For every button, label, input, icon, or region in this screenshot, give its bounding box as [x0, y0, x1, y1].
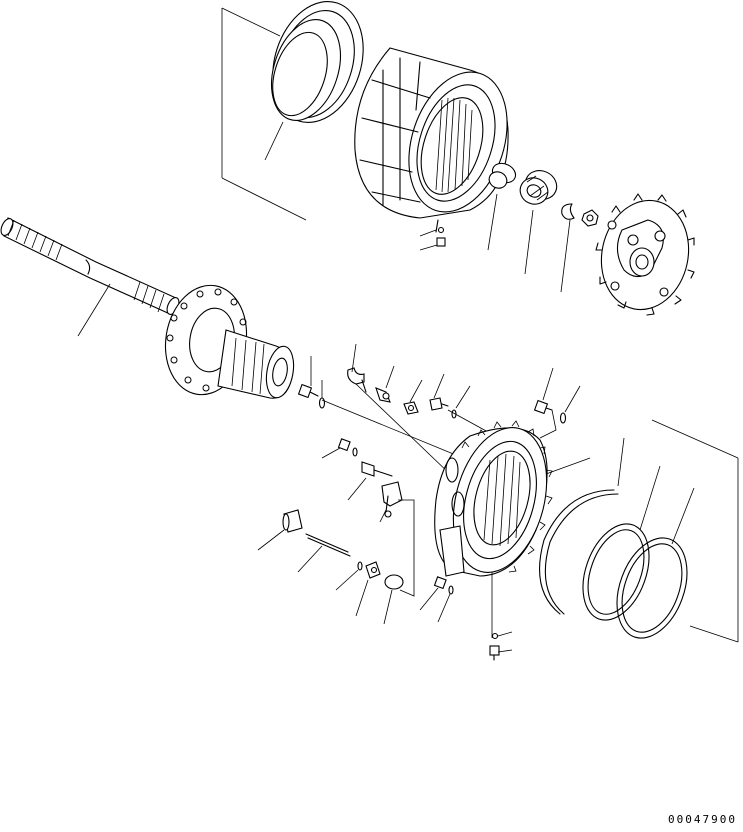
sprocket-carrier [595, 193, 695, 316]
leader-piston-housing [545, 457, 591, 475]
drum-housing [354, 47, 509, 219]
roller-bearing [519, 170, 558, 205]
leader-seal-ring-2 [671, 487, 695, 545]
drum-bolt [435, 219, 446, 247]
plug [429, 397, 449, 411]
sleeve [282, 509, 303, 533]
hub-flange [164, 284, 295, 399]
leader-roller-bearing [524, 209, 534, 275]
bolt-lower-right [433, 576, 454, 595]
leader-small-o-ring-1 [455, 385, 471, 409]
leader-housing-bolt-1 [497, 631, 513, 637]
hub-bolt [297, 383, 326, 409]
stud-bolt [361, 461, 393, 477]
leader-drum-bolt-2 [419, 244, 438, 251]
snap-ring [561, 203, 575, 220]
leader-right-bolt [542, 367, 554, 401]
leader-bearing-cup [487, 193, 498, 251]
right-rings-bracket [651, 419, 739, 643]
drawing-code: 00047900 [668, 813, 737, 826]
bearing-cup [488, 162, 517, 189]
leader-clamp-block [379, 509, 387, 523]
top-seal-ring [271, 1, 364, 123]
leader-bolt-lower-right-2 [437, 593, 451, 623]
leader-large-snap-ring [617, 437, 625, 487]
seal-ring-1 [582, 523, 650, 621]
leader-stud-bolt [347, 477, 367, 501]
leader-small-o-ring-2 [564, 385, 581, 413]
leader-elbow-fitting [409, 379, 423, 403]
top-group-bracket [221, 7, 307, 221]
fitting-nipple [375, 387, 391, 403]
leader-bolt-lower-right-1 [419, 587, 439, 611]
leader-spring-pin [297, 545, 323, 573]
leader-top-seal [264, 121, 284, 161]
plug-disc [384, 574, 404, 590]
small-nut [581, 209, 599, 227]
seal-ring-2 [616, 537, 688, 639]
elbow-fitting [403, 401, 419, 415]
leader-fitting-nipple [385, 365, 395, 389]
assembly-guide-lines [321, 383, 557, 477]
leader-shaft [77, 283, 111, 337]
leader-small-o-ring-3 [335, 569, 359, 591]
guide-vertical [398, 499, 415, 597]
large-snap-ring [539, 489, 619, 615]
leader-sleeve [257, 529, 285, 551]
piston-housing [434, 420, 553, 577]
leader-plug-disc [383, 589, 393, 625]
bolt-left-1 [337, 438, 358, 457]
leader-small-fitting [355, 579, 369, 617]
leader-clip [351, 343, 357, 373]
spring-pin [305, 533, 351, 557]
clamp-block [381, 481, 403, 518]
leader-bolt-left-1 [321, 447, 341, 459]
housing-bolt [489, 632, 500, 661]
leader-plug [433, 373, 445, 399]
leader-drum-bolt-1 [419, 229, 437, 237]
clip-fitting [347, 367, 367, 393]
small-o-ring-2 [559, 412, 567, 424]
main-shaft [0, 217, 180, 315]
leader-housing-bolt-2 [497, 649, 513, 653]
right-bolt [533, 399, 553, 415]
small-o-ring-3 [357, 561, 363, 571]
leader-seal-ring-1 [639, 465, 661, 531]
small-fitting [365, 561, 381, 579]
leader-snap-ring [560, 219, 571, 293]
